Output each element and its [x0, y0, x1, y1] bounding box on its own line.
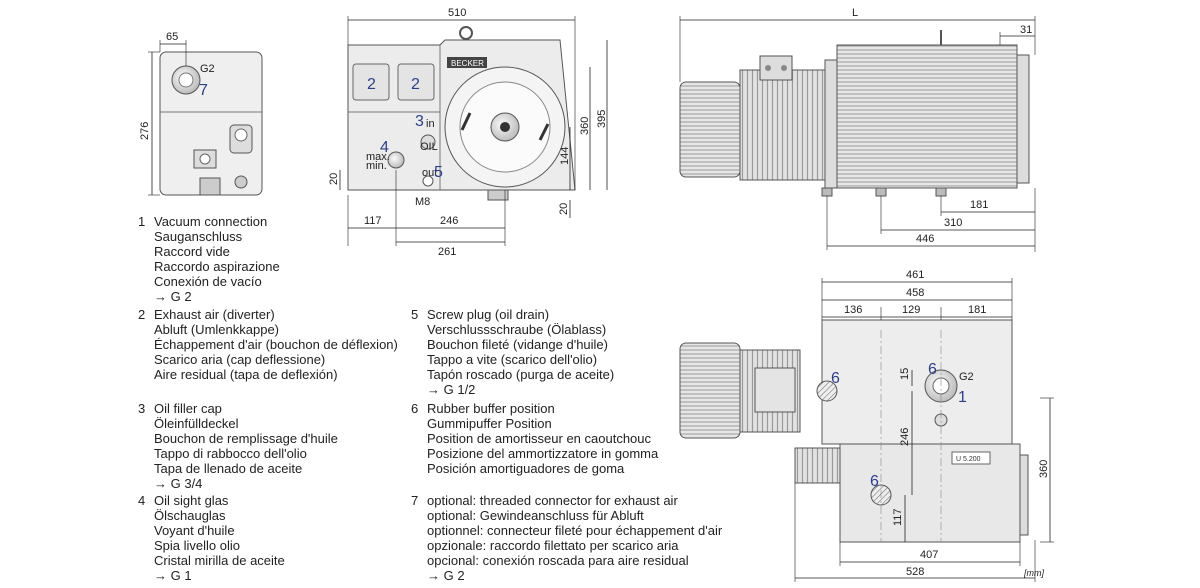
dim-65: 65 [166, 31, 178, 43]
dim-261: 261 [438, 246, 456, 258]
max-label: max. [366, 151, 390, 163]
dim-310: 310 [944, 217, 962, 229]
dim-144: 144 [559, 147, 571, 165]
dim-461: 461 [906, 269, 924, 281]
dim-510: 510 [448, 7, 466, 19]
marker-3: 3 [415, 113, 424, 130]
dim-360: 360 [579, 117, 591, 135]
marker-1: 1 [958, 389, 967, 406]
marker-6a: 6 [831, 370, 840, 387]
dim-246-front: 246 [440, 215, 458, 227]
marker-5: 5 [434, 164, 443, 181]
dim-446: 446 [916, 233, 934, 245]
g2-label-top: G2 [959, 371, 974, 383]
dim-117-top: 117 [892, 508, 904, 526]
top-view: U 5.200 6 6 6 1 G2 461 458 136 129 181 1… [679, 269, 1054, 582]
dim-181-top: 181 [968, 304, 986, 316]
marker-2b: 2 [411, 76, 420, 93]
dim-360-top: 360 [1038, 460, 1050, 478]
dim-528: 528 [906, 566, 924, 578]
dim-395: 395 [596, 110, 608, 128]
g2-label-left: G2 [200, 63, 215, 75]
in-label: in [426, 118, 435, 130]
dim-458: 458 [906, 287, 924, 299]
dim-31: 31 [1020, 24, 1032, 36]
dim-L: L [852, 7, 858, 19]
dim-276: 276 [139, 122, 151, 140]
side-view-right: L 31 181 310 446 [679, 7, 1036, 252]
min-label: min. [366, 160, 387, 172]
dim-136: 136 [844, 304, 862, 316]
dim-20-left: 20 [328, 173, 340, 185]
dim-181-right: 181 [970, 199, 988, 211]
out-label: out [422, 167, 437, 179]
marker-6c: 6 [870, 473, 879, 490]
bolt-m8: M8 [415, 196, 430, 208]
dim-20-foot: 20 [558, 203, 570, 215]
side-view-left: G2 7 65 276 [139, 31, 263, 196]
plate-label: U 5.200 [956, 456, 981, 463]
unit-label: [mm] [1023, 568, 1044, 578]
marker-4: 4 [380, 139, 389, 156]
dim-407: 407 [920, 549, 938, 561]
dim-117: 117 [364, 215, 382, 227]
brand-label: BECKER [451, 59, 484, 68]
front-view: 2 2 BECKER 3 in OIL 4 max. min. out 5 51… [328, 7, 608, 258]
dim-129: 129 [902, 304, 920, 316]
marker-6b: 6 [928, 361, 937, 378]
marker-7: 7 [199, 82, 208, 99]
dim-15: 15 [899, 368, 911, 380]
dim-246-top: 246 [899, 428, 911, 446]
oil-label: OIL [420, 141, 438, 153]
marker-2a: 2 [367, 76, 376, 93]
